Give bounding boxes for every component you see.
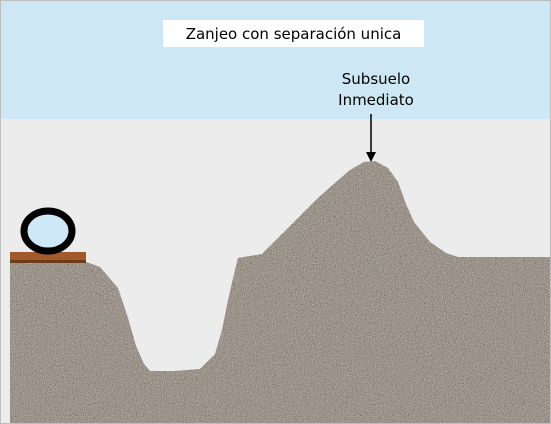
wood-base (10, 252, 86, 262)
soil-texture (10, 161, 551, 424)
callout-line-2: Inmediato (338, 91, 414, 109)
sky (0, 0, 551, 119)
wood-base-shadow (10, 260, 86, 263)
callout-line-1: Subsuelo (341, 70, 411, 88)
arrow-down-icon (366, 114, 376, 162)
diagram-title: Zanjeo con separación unica (163, 20, 424, 47)
subsoil-callout: Subsuelo Inmediato (328, 69, 424, 111)
pipe-icon (20, 207, 76, 255)
